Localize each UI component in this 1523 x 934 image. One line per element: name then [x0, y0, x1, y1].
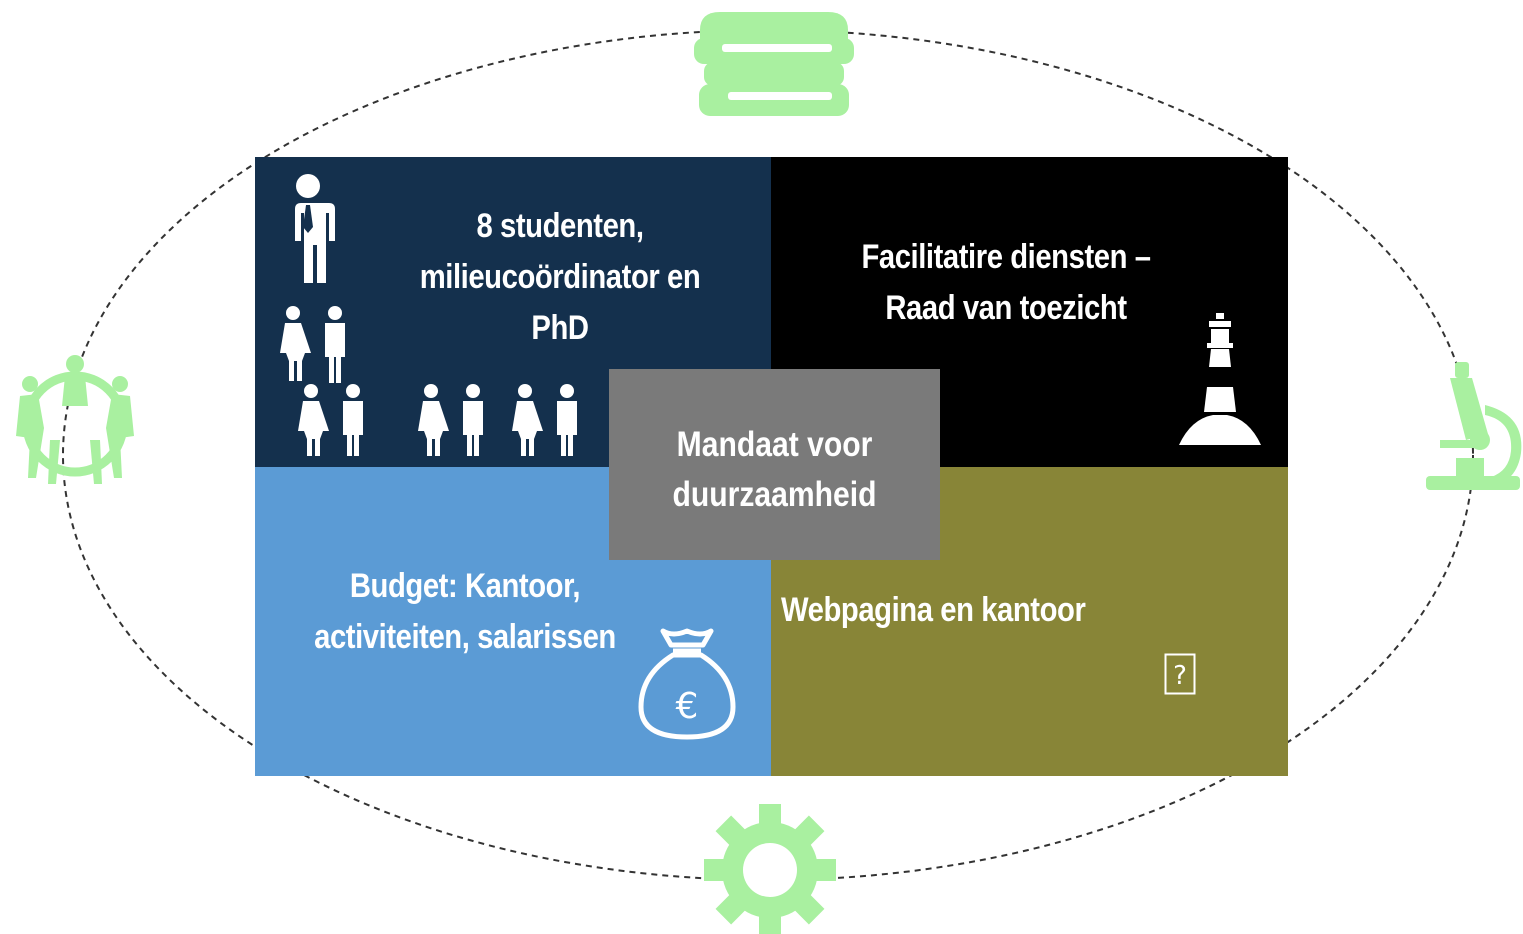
center-line-1: Mandaat voor: [676, 425, 873, 464]
web-line-1: Webpagina en kantoor: [781, 591, 1086, 629]
facilities-line-1: Facilitatire diensten –: [861, 238, 1151, 276]
center-mandate-box: Mandaat voor duurzaamheid: [609, 369, 940, 560]
people-line-2: milieucoördinator en: [419, 258, 701, 296]
quadrant-people: 8 studenten, milieucoördinator en PhD: [255, 157, 771, 467]
quadrant-budget: Budget: Kantoor, activiteiten, salarisse…: [255, 467, 771, 776]
microscope-icon: [1426, 362, 1522, 490]
money-bag-icon: €: [638, 628, 736, 740]
quadrant-people-text: 8 studenten, milieucoördinator en PhD: [379, 201, 740, 354]
missing-image-icon: ?: [1164, 653, 1196, 695]
budget-line-1: Budget: Kantoor,: [349, 567, 581, 605]
community-circle-icon: [16, 355, 134, 484]
books-icon: [694, 12, 854, 116]
people-line-1: 8 studenten,: [476, 207, 644, 245]
people-icon: [280, 174, 577, 456]
orbit-ellipse: [62, 29, 1474, 881]
center-mandate-text: Mandaat voor duurzaamheid: [632, 420, 917, 520]
quadrant-web-text: Webpagina en kantoor: [781, 585, 1151, 636]
missing-image-symbol: ?: [1173, 661, 1187, 691]
quadrant-facilities: Facilitatire diensten – Raad van toezich…: [771, 157, 1288, 467]
quadrant-facilities-text: Facilitatire diensten – Raad van toezich…: [813, 232, 1200, 334]
gear-icon: [704, 804, 836, 934]
people-line-3: PhD: [531, 309, 589, 347]
center-line-2: duurzaamheid: [672, 475, 877, 514]
money-bag-euro-symbol: €: [676, 686, 699, 727]
quadrant-budget-text: Budget: Kantoor, activiteiten, salarisse…: [267, 561, 663, 663]
facilities-line-2: Raad van toezicht: [885, 289, 1127, 327]
lighthouse-icon: [1179, 313, 1261, 445]
budget-line-2: activiteiten, salarissen: [314, 618, 616, 656]
